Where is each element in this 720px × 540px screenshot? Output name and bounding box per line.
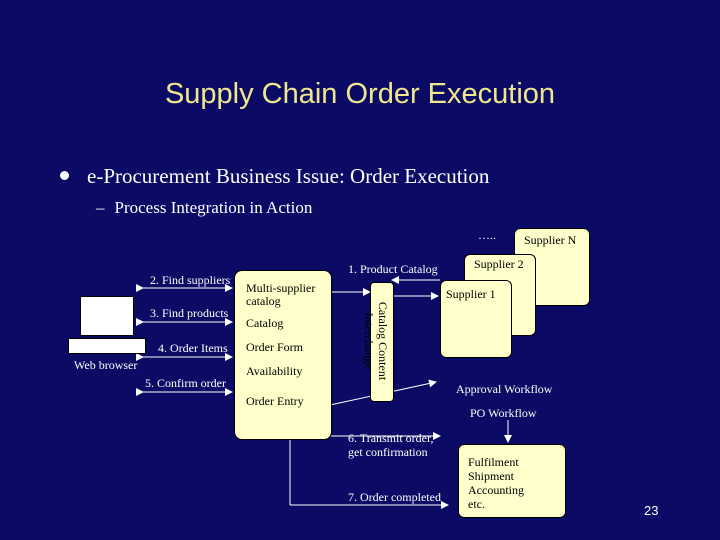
order-items-label: 4. Order Items xyxy=(158,341,228,355)
ellipsis-label: ….. xyxy=(478,228,496,242)
find-products-label: 3. Find products xyxy=(150,306,229,320)
supplier-2-label: Supplier 2 xyxy=(474,257,524,271)
multi-supplier-text-2: catalog xyxy=(246,294,281,308)
availability-text: Availability xyxy=(246,364,303,378)
supplier-n-label: Supplier N xyxy=(524,233,577,247)
main-bullet: e-Procurement Business Issue: Order Exec… xyxy=(60,164,489,189)
po-workflow-label: PO Workflow xyxy=(470,406,537,420)
catalog-interchange-label-2: Interchange xyxy=(359,284,376,398)
fulfilment-text: Fulfilment xyxy=(468,455,519,469)
transmit-order-label-1: 6. Transmit order, xyxy=(348,431,434,445)
monitor-icon xyxy=(80,296,134,336)
keyboard-icon xyxy=(68,338,146,354)
accounting-text: Accounting xyxy=(468,483,524,497)
supplier-1-box xyxy=(440,280,512,358)
multi-supplier-hub xyxy=(234,270,332,440)
catalog-interchange-box xyxy=(370,282,394,402)
multi-supplier-text-1: Multi-supplier xyxy=(246,281,316,295)
supplier-1-label: Supplier 1 xyxy=(446,287,496,301)
order-entry-text: Order Entry xyxy=(246,394,304,408)
etc-text: etc. xyxy=(468,497,485,511)
approval-workflow-label: Approval Workflow xyxy=(456,382,553,396)
sub-bullet: –Process Integration in Action xyxy=(96,198,312,218)
confirm-order-label: 5. Confirm order xyxy=(145,376,226,390)
dash-icon: – xyxy=(96,198,105,217)
sub-bullet-text: Process Integration in Action xyxy=(114,198,313,217)
bullet-dot-icon xyxy=(60,170,69,180)
product-catalog-label: 1. Product Catalog xyxy=(348,262,438,276)
slide-title: Supply Chain Order Execution xyxy=(164,78,556,110)
transmit-order-label-2: get confirmation xyxy=(348,445,428,459)
interchange-text-2: Interchange xyxy=(362,312,376,370)
computer-icon xyxy=(68,296,148,358)
interchange-text-1: Catalog Content xyxy=(376,301,390,381)
main-bullet-text: e-Procurement Business Issue: Order Exec… xyxy=(87,164,490,188)
order-form-text: Order Form xyxy=(246,340,303,354)
order-completed-label: 7. Order completed xyxy=(348,490,441,504)
page-number: 23 xyxy=(644,503,659,518)
find-suppliers-label: 2. Find suppliers xyxy=(150,273,231,287)
web-browser-label: Web browser xyxy=(74,358,138,372)
catalog-text: Catalog xyxy=(246,316,284,330)
fulfilment-box xyxy=(458,444,566,518)
shipment-text: Shipment xyxy=(468,469,515,483)
